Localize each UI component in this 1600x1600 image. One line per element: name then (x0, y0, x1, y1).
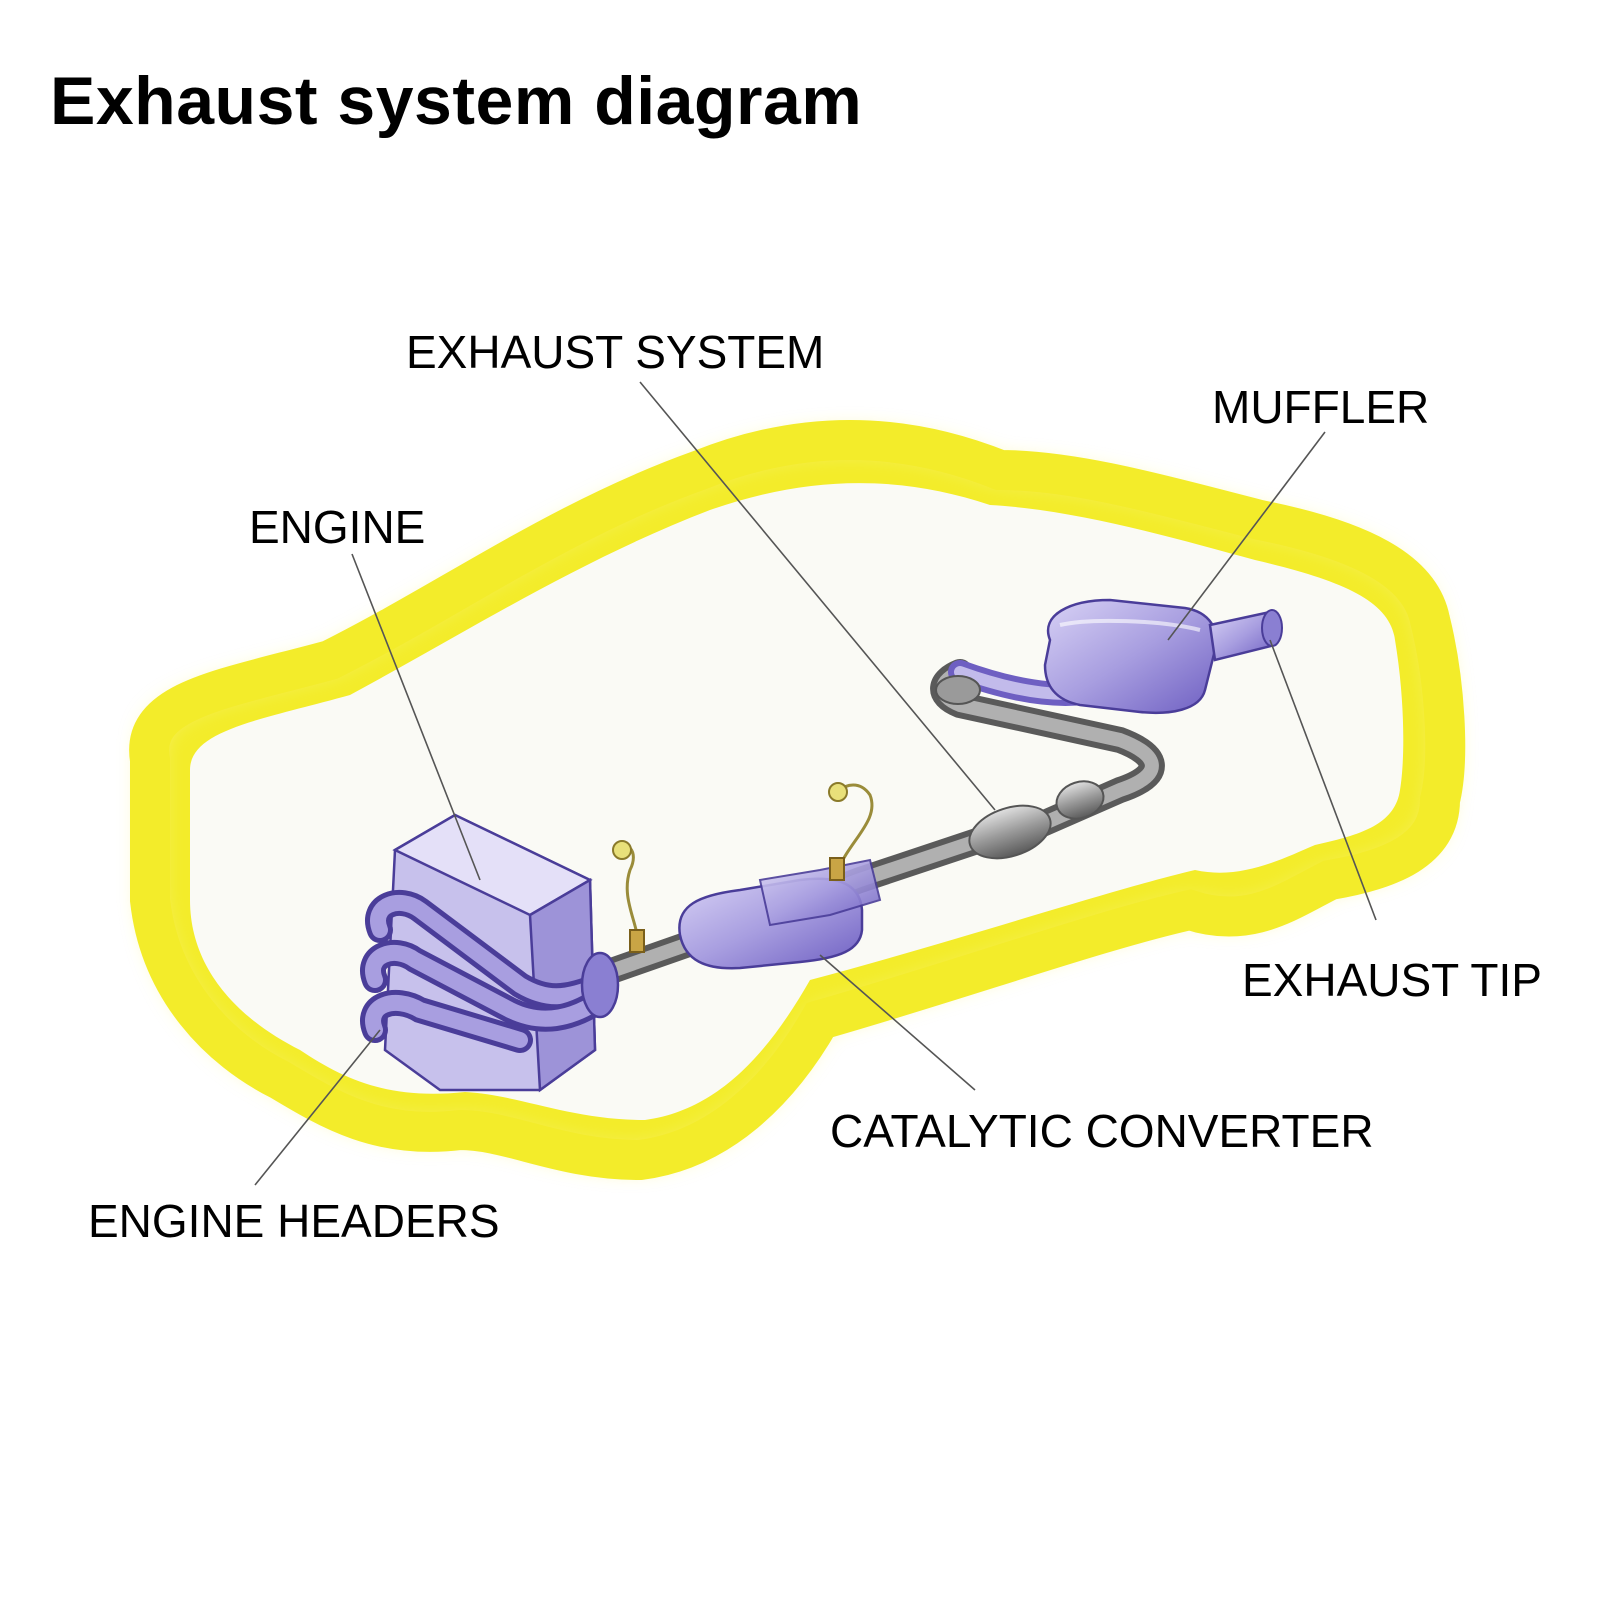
label-catalytic-converter: CATALYTIC CONVERTER (830, 1105, 1374, 1157)
resonator (968, 780, 1105, 860)
muffler-component (1043, 598, 1218, 715)
label-exhaust-system: EXHAUST SYSTEM (406, 326, 824, 378)
leader-catalytic-converter (819, 954, 976, 1091)
label-muffler: MUFFLER (1212, 381, 1429, 433)
exhaust-tip-component (1208, 609, 1283, 662)
label-exhaust-tip: EXHAUST TIP (1242, 954, 1542, 1006)
catalytic-converter-component (612, 782, 882, 970)
label-engine-headers: ENGINE HEADERS (88, 1195, 500, 1247)
leader-lines (254, 381, 1377, 1186)
leader-engine-headers (254, 1029, 381, 1186)
leader-engine (351, 553, 481, 881)
leader-exhaust-tip (1269, 639, 1377, 921)
engine-headers-component (360, 890, 620, 1053)
leader-exhaust-system (639, 381, 996, 811)
label-engine: ENGINE (249, 501, 425, 553)
leader-muffler (1167, 431, 1326, 641)
page-title: Exhaust system diagram (50, 63, 863, 139)
